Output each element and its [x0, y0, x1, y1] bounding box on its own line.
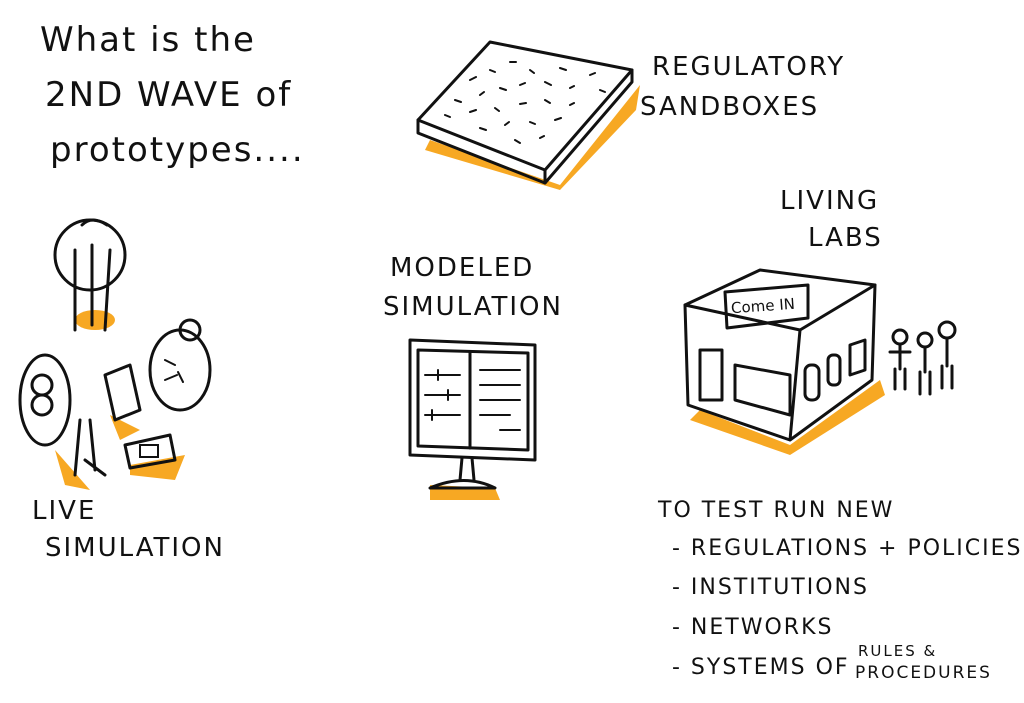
- title-line-3: prototypes....: [50, 130, 305, 170]
- live-label-1: LIVE: [32, 496, 97, 526]
- living-lab-building-drawing: [683, 268, 957, 455]
- purpose-item: - NETWORKS: [672, 615, 834, 640]
- title-line-1: What is the: [40, 20, 256, 60]
- live-label-2: SIMULATION: [45, 533, 225, 563]
- purpose-item: - REGULATIONS + POLICIES: [672, 536, 1023, 561]
- living-labs-label-1: LIVING: [780, 186, 880, 216]
- purpose-item: - SYSTEMS OF: [672, 655, 850, 680]
- modeled-label-2: SIMULATION: [383, 292, 563, 322]
- monitor-drawing: [408, 338, 537, 500]
- regulatory-label-1: REGULATORY: [652, 52, 846, 82]
- purpose-heading: TO TEST RUN NEW: [658, 498, 895, 523]
- living-labs-label-2: LABS: [808, 223, 883, 253]
- regulatory-label-2: SANDBOXES: [640, 92, 820, 122]
- modeled-label-1: MODELED: [390, 253, 535, 283]
- sandbox-tray-drawing: [416, 40, 640, 190]
- purpose-item: - INSTITUTIONS: [672, 575, 869, 600]
- live-simulation-drawing: [18, 218, 212, 490]
- purpose-item-suffix-top: RULES &: [858, 642, 938, 660]
- title-line-2: 2ND WAVE of: [45, 75, 293, 115]
- purpose-item-suffix-bottom: PROCEDURES: [855, 663, 992, 683]
